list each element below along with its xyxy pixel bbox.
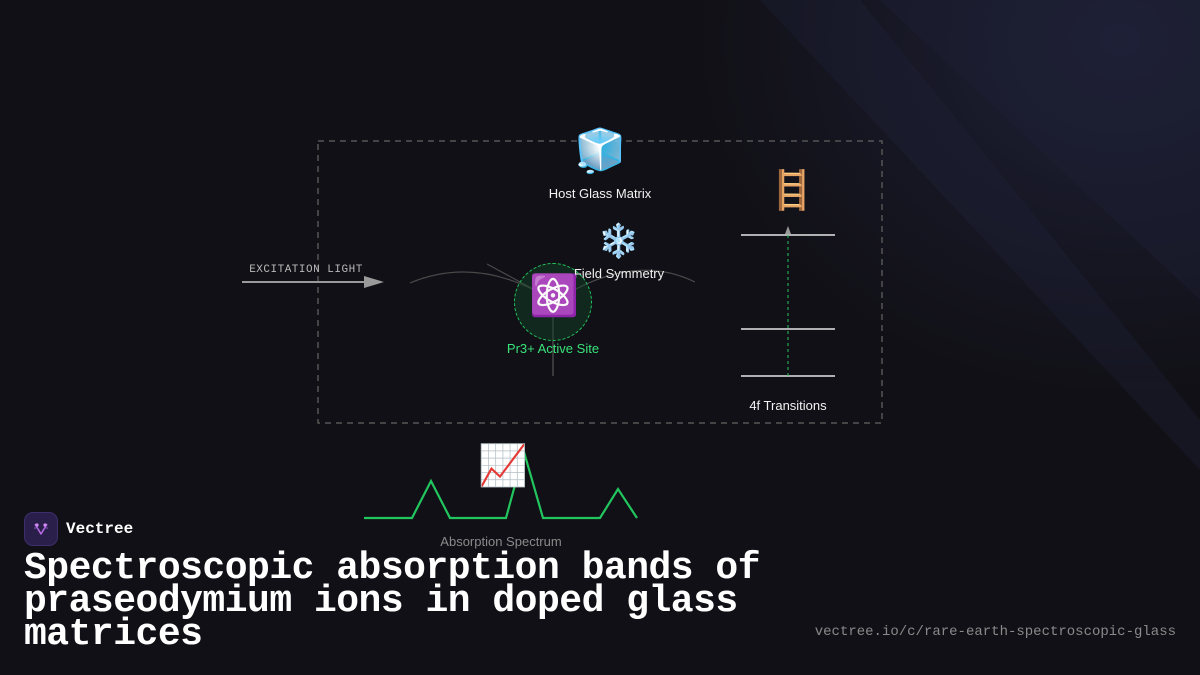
active-site-label: Pr3+ Active Site — [506, 341, 600, 356]
vectree-logo-icon — [24, 512, 58, 546]
excitation-light-label: EXCITATION LIGHT — [249, 264, 363, 276]
active-site-circle — [514, 263, 592, 341]
field-symmetry-label: Field Symmetry — [573, 266, 665, 281]
brand: Vectree — [24, 512, 133, 546]
host-glass-matrix-label: Host Glass Matrix — [548, 186, 652, 201]
source-url: vectree.io/c/rare-earth-spectroscopic-gl… — [814, 624, 1176, 640]
field-curve — [573, 269, 696, 291]
absorption-spectrum-label: Absorption Spectrum — [440, 534, 562, 549]
brand-name: Vectree — [66, 520, 134, 538]
absorption-spectrum-curve — [364, 447, 638, 520]
chart-increasing-icon: 📈 — [478, 444, 528, 488]
snowflake-icon: ❄️ — [598, 222, 640, 259]
ladder-icon: 🪜 — [768, 170, 816, 212]
ice-cube-icon: 🧊 — [574, 127, 627, 174]
atom-icon: ⚛️ — [529, 274, 579, 318]
4f-transitions-label: 4f Transitions — [749, 398, 827, 413]
excitation-arrowhead — [364, 276, 384, 288]
field-curve — [409, 271, 535, 291]
transition-arrowhead — [785, 226, 791, 234]
page-title: Spectroscopic absorption bands of praseo… — [24, 547, 761, 656]
